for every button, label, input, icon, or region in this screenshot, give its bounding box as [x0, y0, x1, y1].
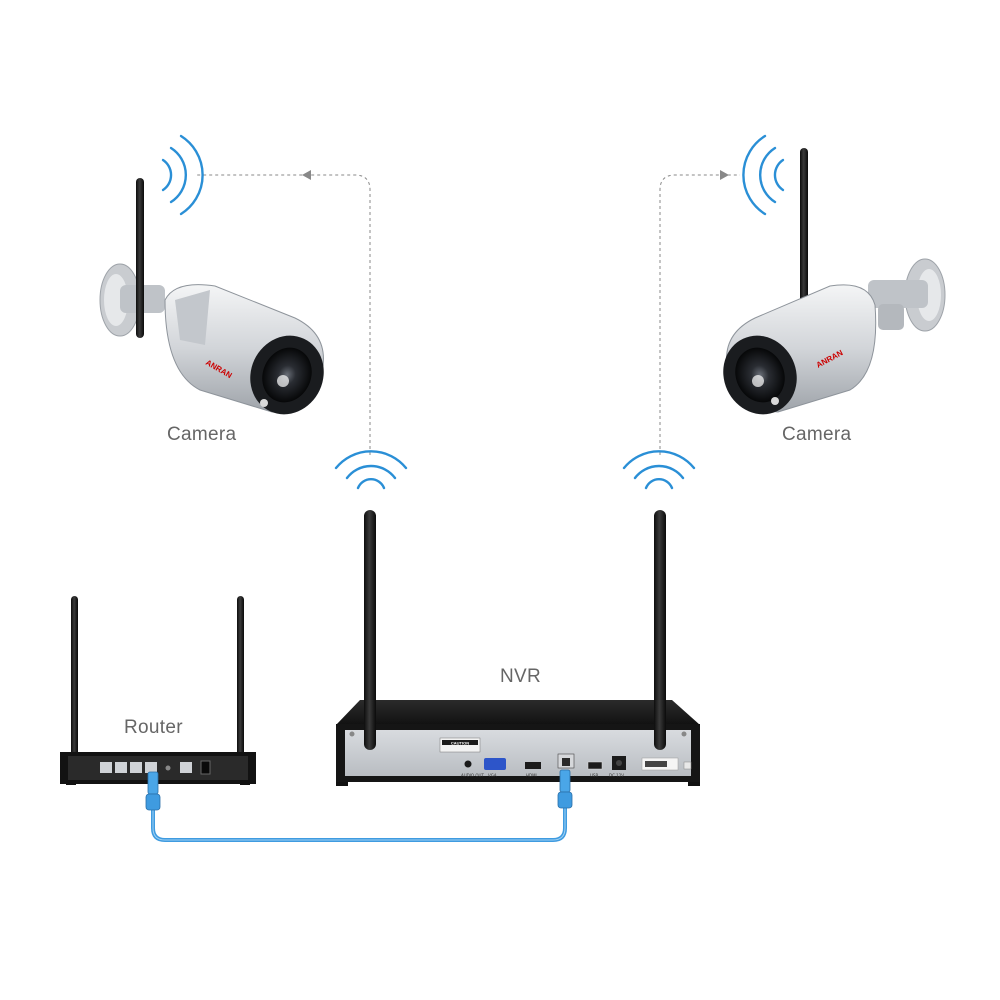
camera-right: ANRAN [723, 148, 946, 415]
link-arrow-left [302, 170, 311, 180]
router [60, 596, 256, 785]
antenna-icon [800, 148, 808, 303]
wifi-signal-icon [742, 134, 785, 216]
caution-label: CAUTION [451, 741, 469, 746]
wifi-signal-icon [161, 134, 204, 216]
antenna-icon [136, 178, 144, 338]
link-arrow-right [720, 170, 729, 180]
hdmi-label: HDMI [526, 773, 537, 778]
dc-label: DC 12V [609, 773, 624, 778]
hdmi-port [525, 762, 541, 769]
link-line-left [196, 174, 371, 455]
nvr-label: NVR [500, 666, 542, 687]
vga-label: VGA [488, 773, 497, 778]
usb-label: USB [590, 773, 598, 778]
ethernet-cable [145, 769, 573, 842]
link-line-right [659, 174, 740, 455]
antenna-icon [71, 596, 78, 768]
camera-right-label: Camera [782, 424, 852, 445]
wifi-signal-icon [622, 450, 696, 490]
router-label: Router [124, 717, 183, 738]
camera-left: ANRAN [99, 178, 324, 415]
antenna-icon [364, 510, 376, 750]
wan-port [180, 762, 192, 773]
vga-port [484, 758, 506, 770]
nvr: CAUTION AUDIO OUT VGA HDMI USB DC 12V [336, 510, 700, 786]
antenna-icon [237, 596, 244, 768]
camera-left-label: Camera [167, 424, 237, 445]
audio-out-label: AUDIO OUT [461, 773, 484, 778]
lan-ports [100, 762, 157, 773]
antenna-icon [654, 510, 666, 750]
usb-port [587, 761, 603, 770]
wifi-signal-icon [334, 450, 408, 490]
